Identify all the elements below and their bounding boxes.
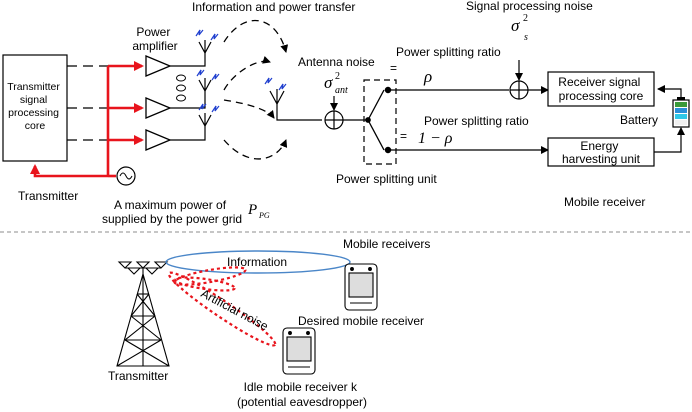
info-power-transfer-title: Information and power transfer bbox=[192, 0, 355, 14]
psr-top-eq: = bbox=[390, 61, 397, 75]
mobile-receivers-label: Mobile receivers bbox=[343, 237, 430, 251]
one-minus-rho: 1 − ρ bbox=[418, 130, 453, 147]
transmitter-label-bottom: Transmitter bbox=[108, 369, 168, 383]
receiver-core-line-2: processing core bbox=[559, 89, 644, 103]
information-beam bbox=[165, 250, 351, 274]
transmitter-core-line-2: signal bbox=[20, 94, 47, 106]
transmitter-tower-icon bbox=[116, 261, 170, 367]
power-splitting-unit-label: Power splitting unit bbox=[336, 172, 437, 186]
antenna-noise-symbol: σ bbox=[324, 73, 333, 92]
splitter-switch bbox=[365, 86, 392, 154]
max-power-line-1: A maximum power of bbox=[114, 198, 227, 212]
desired-receiver-label: Desired mobile receiver bbox=[298, 314, 424, 328]
artificial-noise-label: Artificial noise bbox=[199, 286, 271, 333]
svg-text:2: 2 bbox=[523, 13, 528, 24]
amplifier-1 bbox=[145, 55, 172, 77]
amplifier-3 bbox=[145, 129, 172, 151]
power-amplifiers bbox=[145, 55, 172, 151]
artificial-noise-beams bbox=[167, 266, 277, 347]
svg-text:Receiver signal processing: Receiver signal processing core bbox=[558, 75, 643, 103]
amplifier-2 bbox=[145, 97, 172, 119]
svg-text:σ: σ bbox=[324, 73, 333, 92]
svg-text:Power amplifier: Power amplifier bbox=[132, 25, 177, 53]
antenna-noise-sub: ant bbox=[335, 85, 348, 96]
transmitter-label-top: Transmitter bbox=[18, 189, 78, 203]
receiver-core-box bbox=[547, 71, 655, 107]
desired-receiver-device bbox=[344, 263, 378, 311]
svg-text:s: s bbox=[524, 32, 528, 43]
amplifier-antenna-links bbox=[170, 53, 206, 141]
information-label: Information bbox=[227, 255, 287, 269]
rho-symbol: ρ bbox=[423, 67, 432, 86]
battery-icon bbox=[672, 97, 690, 128]
transmitter-core-box bbox=[2, 54, 68, 162]
lightning-icons bbox=[195, 29, 287, 113]
idle-receiver-device bbox=[282, 327, 316, 375]
signal-noise-sub: s bbox=[524, 32, 528, 43]
antenna-noise-sup: 2 bbox=[335, 71, 340, 82]
ppg-sub: PG bbox=[258, 211, 270, 220]
svg-text:ant: ant bbox=[335, 85, 348, 96]
svg-text:Energy harvesting unit: Energy harvesting unit bbox=[562, 139, 641, 166]
max-power-line-2: supplied by the power grid bbox=[102, 212, 242, 226]
energy-unit-line-2: harvesting unit bbox=[562, 152, 641, 166]
signal-noise-adder bbox=[509, 80, 529, 100]
energy-to-battery-link bbox=[654, 127, 685, 153]
energy-unit-line-1: Energy bbox=[580, 139, 618, 153]
svg-text:A maximum power of supplie: A maximum power of supplied by the power… bbox=[102, 198, 242, 226]
svg-text:Idle mobile receiver k (po: Idle mobile receiver k (potential eavesd… bbox=[237, 380, 367, 409]
idle-receiver-line-1: Idle mobile receiver k bbox=[244, 380, 358, 394]
signal-noise-label: Signal processing noise bbox=[466, 0, 593, 13]
power-amplifier-label-1: Power bbox=[136, 25, 170, 39]
ac-power-source bbox=[116, 166, 136, 186]
antenna-noise-label: Antenna noise bbox=[298, 55, 375, 69]
signal-noise-sup: 2 bbox=[523, 13, 528, 24]
power-amplifier-label-2: amplifier bbox=[132, 39, 177, 53]
transmitter-core-line-3: processing bbox=[8, 107, 59, 119]
transmitter-core-line-4: core bbox=[25, 120, 46, 132]
transmitter-core-line-1: Transmitter bbox=[7, 81, 60, 93]
svg-text:Transmitter signal pro: Transmitter signal processing core bbox=[7, 81, 63, 132]
power-splitting-unit-box bbox=[363, 79, 397, 165]
signal-noise-symbol: σ bbox=[511, 16, 520, 35]
receive-antenna bbox=[269, 89, 322, 121]
antenna-noise-adder bbox=[324, 110, 344, 130]
battery-to-receiver-link bbox=[657, 85, 682, 100]
battery-label: Battery bbox=[620, 113, 658, 127]
signal-feed-lines bbox=[67, 65, 122, 141]
svg-text:σ: σ bbox=[511, 16, 520, 35]
psr-bottom-label: Power splitting ratio bbox=[424, 114, 529, 128]
svg-text:2: 2 bbox=[335, 71, 340, 82]
svg-text:P: P bbox=[247, 202, 257, 218]
receiver-core-line-1: Receiver signal bbox=[558, 75, 640, 89]
propagation-arrows bbox=[223, 19, 289, 160]
transmit-antennas bbox=[198, 40, 212, 127]
svg-text:PG: PG bbox=[258, 211, 270, 220]
idle-receiver-line-2: (potential eavesdropper) bbox=[237, 395, 367, 409]
psr-bottom-eq: = bbox=[400, 129, 407, 143]
ppg-symbol: P bbox=[247, 202, 257, 218]
mobile-receiver-label: Mobile receiver bbox=[564, 195, 645, 209]
ellipsis-dots bbox=[176, 74, 186, 102]
psr-top-label: Power splitting ratio bbox=[396, 45, 501, 59]
power-feed-lines bbox=[30, 61, 144, 178]
